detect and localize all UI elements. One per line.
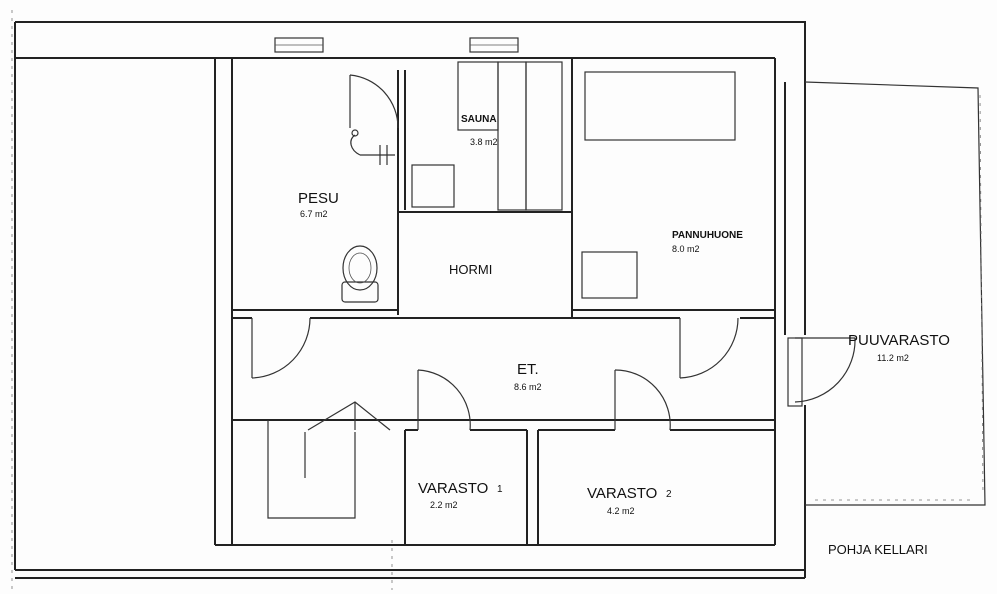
plan-caption: POHJA KELLARI <box>828 542 928 557</box>
room-et-name: ET. <box>517 361 539 378</box>
door-varasto-2 <box>614 369 671 431</box>
room-pesu-area: 6.7 m2 <box>300 209 328 219</box>
shower-fixture <box>350 129 395 165</box>
room-et-area: 8.6 m2 <box>514 382 542 392</box>
window-top-left <box>274 37 324 53</box>
room-varasto1-number: 1 <box>497 484 503 495</box>
door-puuvarasto <box>787 337 856 407</box>
window-top-right <box>469 37 519 53</box>
toilet-fixture <box>341 245 379 303</box>
door-hall-left <box>251 317 311 379</box>
room-varasto2-number: 2 <box>666 489 672 500</box>
room-sauna-area: 3.8 m2 <box>470 137 498 147</box>
room-varasto2-area: 4.2 m2 <box>607 506 635 516</box>
puuvarasto-enclosure <box>804 81 986 506</box>
boiler-unit <box>581 71 736 299</box>
room-pesu-name: PESU <box>298 190 339 207</box>
room-pannuhuone-name: PANNUHUONE <box>672 230 743 241</box>
door-hall-right <box>679 317 739 379</box>
door-pesu <box>349 74 399 129</box>
room-hormi-name: HORMI <box>449 262 492 277</box>
room-puuvarasto-area: 11.2 m2 <box>877 353 909 363</box>
sauna-benches <box>411 61 563 211</box>
room-varasto1-name: VARASTO <box>418 480 488 497</box>
room-puuvarasto-name: PUUVARASTO <box>848 332 950 349</box>
door-varasto-1 <box>417 369 471 431</box>
room-varasto1-area: 2.2 m2 <box>430 500 458 510</box>
stair <box>267 401 391 519</box>
outer-walls <box>14 21 806 579</box>
interior-walls <box>232 58 775 545</box>
room-pannuhuone-area: 8.0 m2 <box>672 244 700 254</box>
room-varasto2-name: VARASTO <box>587 485 657 502</box>
room-sauna-name: SAUNA <box>461 114 497 125</box>
